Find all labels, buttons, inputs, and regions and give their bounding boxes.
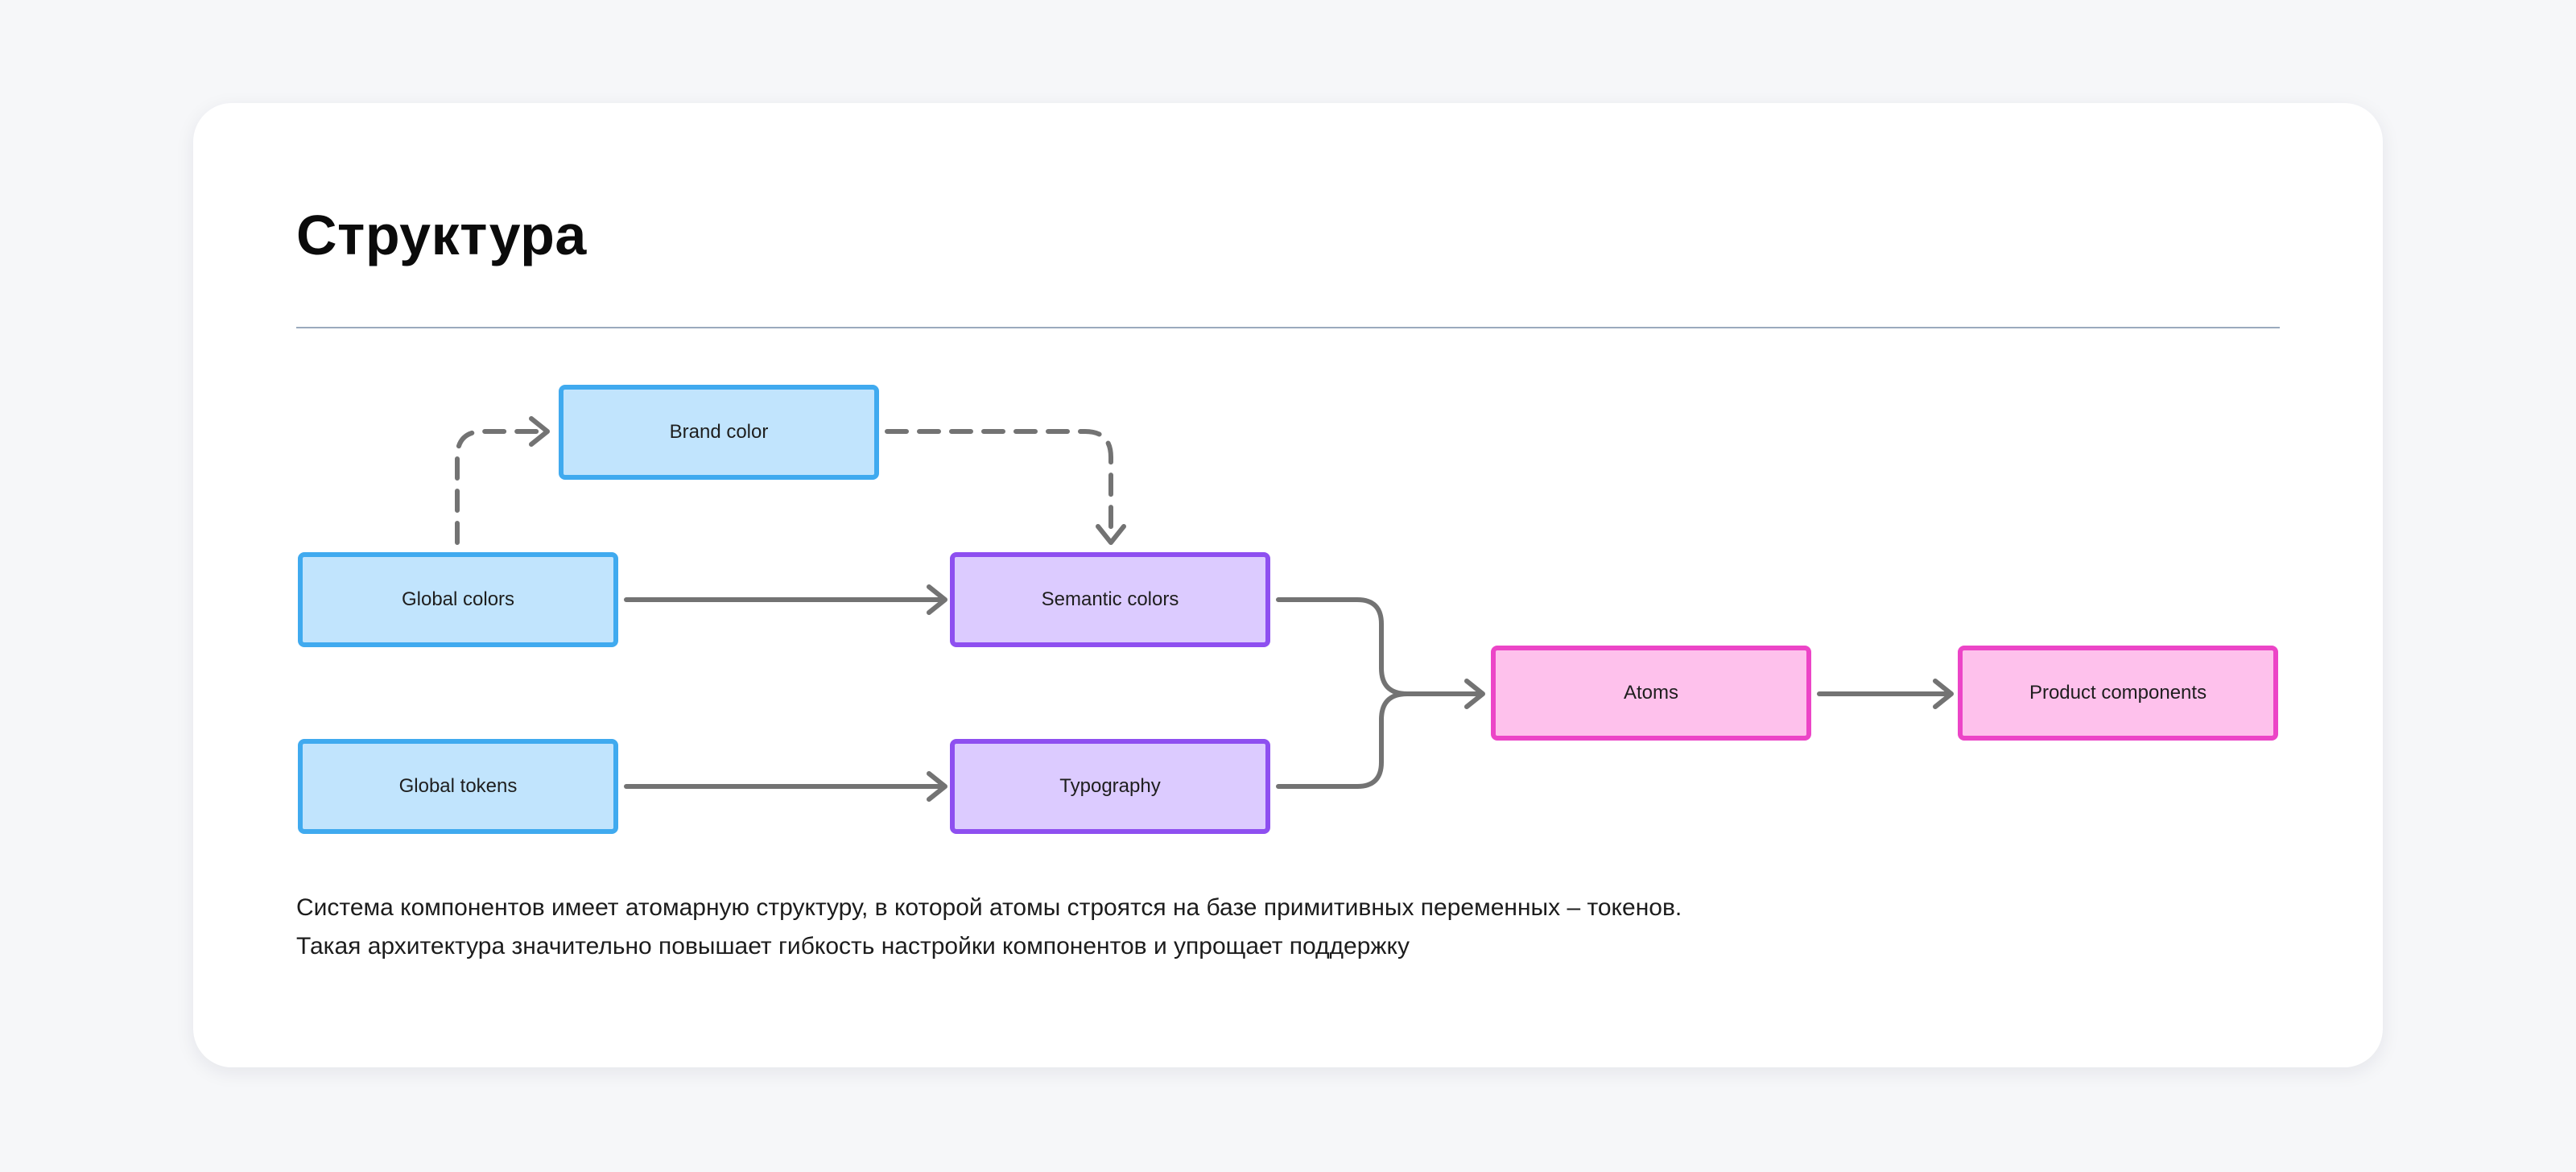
description-line-1: Система компонентов имеет атомарную стру… xyxy=(296,894,1682,921)
title-divider xyxy=(296,327,2280,328)
connector-brand-color-to-semantic-colors xyxy=(885,429,1113,542)
page-title: Структура xyxy=(296,204,587,266)
node-typography: Typography xyxy=(950,739,1270,834)
arrowhead-typography xyxy=(927,771,947,802)
arrowhead-atoms xyxy=(1464,679,1485,709)
connector-semantic-colors-to-atoms xyxy=(1276,597,1410,696)
connector-typography-to-atoms xyxy=(1276,691,1410,789)
arrowhead-semantic-colors-top xyxy=(1096,524,1126,545)
node-global-tokens: Global tokens xyxy=(298,739,618,834)
description-line-2: Такая архитектура значительно повышает г… xyxy=(296,933,1410,959)
arrowhead-brand-color xyxy=(529,416,550,447)
description: Система компонентов имеет атомарную стру… xyxy=(296,889,1682,966)
node-atoms: Atoms xyxy=(1491,646,1811,741)
arrowhead-product-components xyxy=(1933,679,1954,709)
node-semantic-colors: Semantic colors xyxy=(950,552,1270,647)
node-global-colors: Global colors xyxy=(298,552,618,647)
arrowhead-semantic-colors-left xyxy=(927,584,947,615)
node-brand-color: Brand color xyxy=(559,385,879,480)
node-product-components: Product components xyxy=(1958,646,2278,741)
connector-global-colors-to-brand-color xyxy=(455,429,547,545)
